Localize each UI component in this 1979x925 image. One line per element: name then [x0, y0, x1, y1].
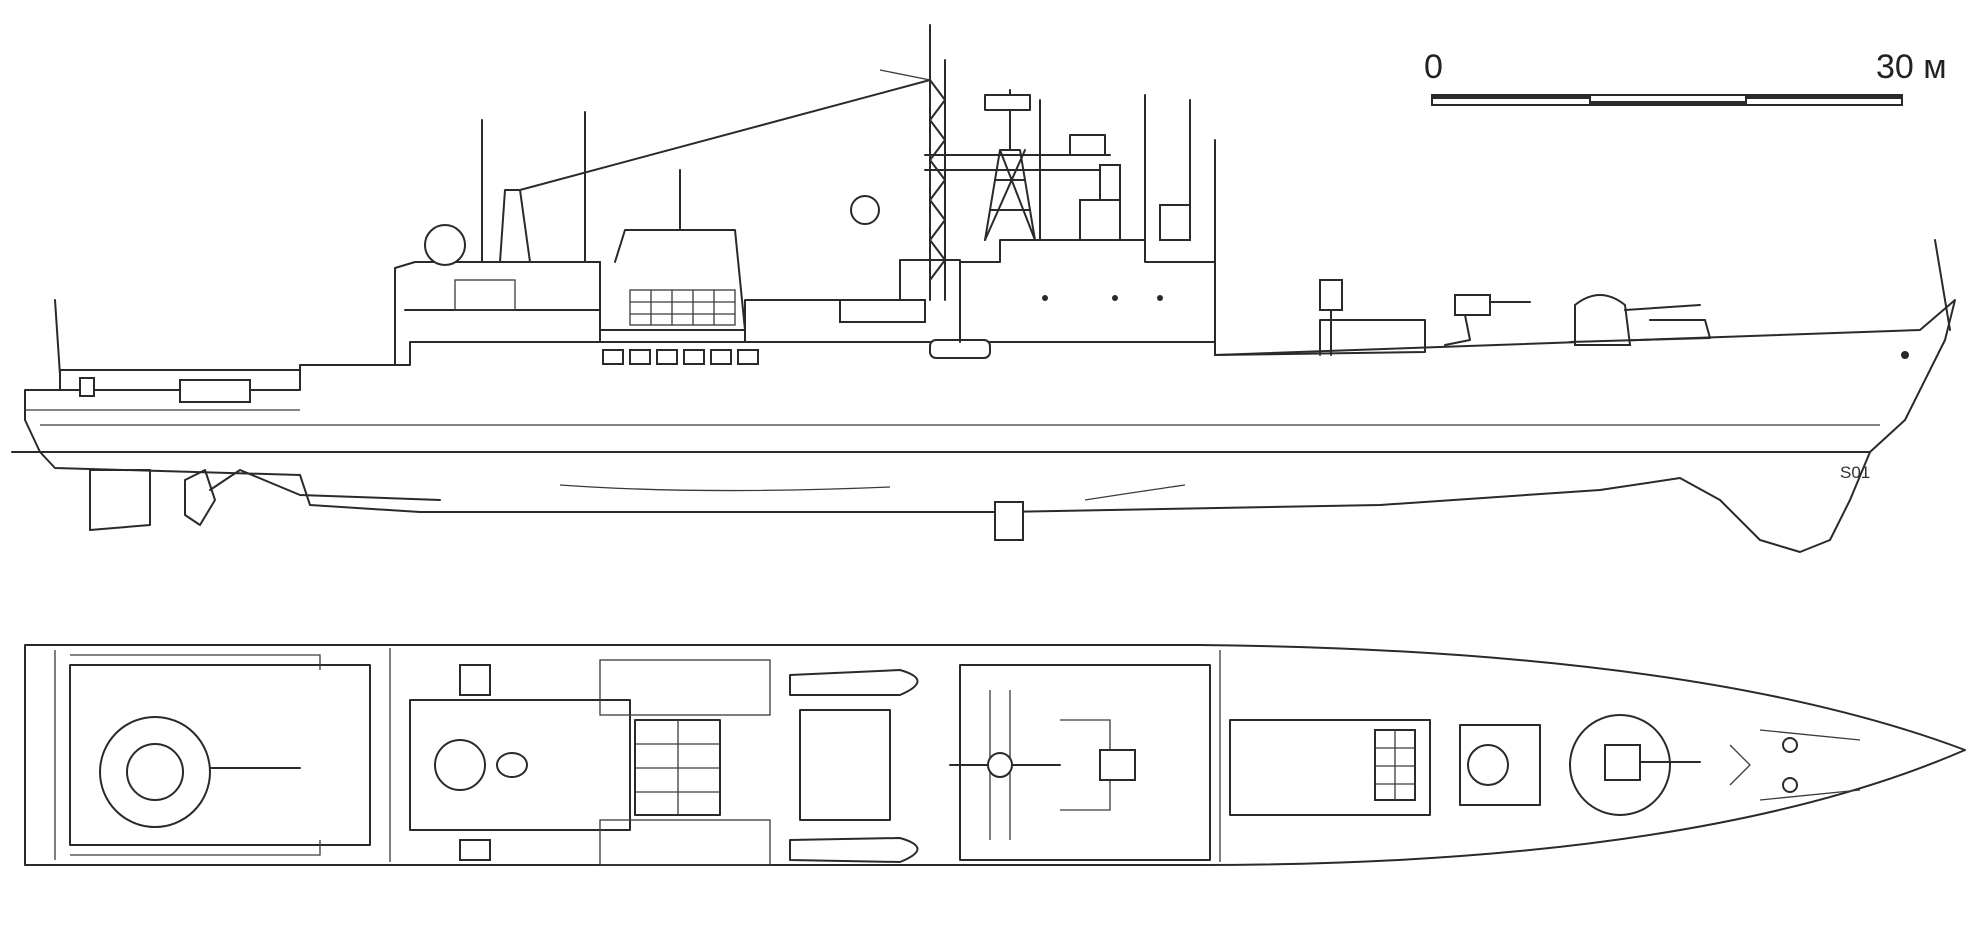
port-boat: [789, 669, 919, 696]
rudder: [89, 469, 151, 531]
ciws: [1319, 279, 1343, 356]
main-mast: [929, 24, 946, 301]
starboard-gun-mount: [459, 839, 491, 861]
port-gun-mount: [459, 664, 491, 696]
scale-start-label: 0: [1424, 48, 1443, 86]
starboard-boat: [789, 837, 919, 863]
vls-cells: [629, 289, 736, 326]
landing-circle-outer: [99, 716, 211, 828]
scale-bar: 0 30 м: [1424, 48, 1947, 106]
scale-end-label: 30 м: [1876, 48, 1947, 86]
helideck: [69, 664, 371, 846]
missile-launcher: [1444, 294, 1531, 346]
crane: [499, 189, 531, 263]
side-elevation-view: S01: [11, 24, 1956, 553]
fire-control-director: [850, 195, 880, 225]
hull-underwater: [39, 451, 1871, 553]
gun-turret-ring: [1569, 714, 1671, 816]
aft-radome: [424, 224, 466, 266]
gun-turret-plan: [1604, 744, 1641, 781]
radar-tower: [924, 89, 1216, 263]
landing-circle-inner: [126, 743, 184, 801]
propeller: [184, 469, 216, 526]
sonar-dome: [994, 501, 1024, 541]
missile-launcher-plan: [1459, 724, 1541, 806]
deck-outline: [24, 644, 1966, 866]
plan-view: [24, 644, 1966, 866]
vls-block: [599, 229, 746, 331]
shaft: [209, 469, 441, 501]
hangar: [394, 261, 601, 366]
hull-number: S01: [1840, 463, 1870, 482]
main-gun-turret: [1574, 294, 1701, 346]
hangar-hatch: [434, 739, 486, 791]
hull-upper: [24, 299, 1956, 453]
bridge: [959, 239, 1216, 343]
